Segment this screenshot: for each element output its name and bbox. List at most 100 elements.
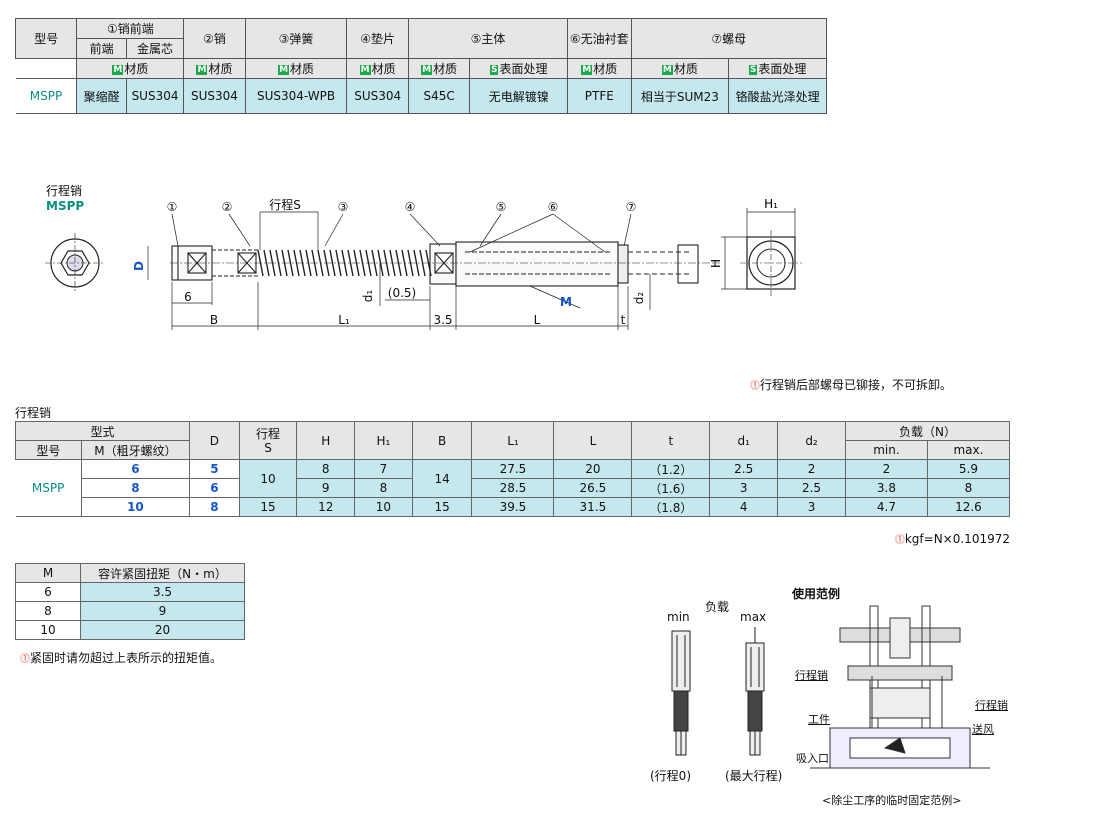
spring-coil [281,249,288,277]
callout-5: ⑤ [496,200,507,214]
hdr-d1: d₁ [709,421,779,460]
cell-d2: 2.5 [777,478,846,498]
cell-bushing: PTFE [567,78,632,114]
cell-D: 6 [189,478,240,498]
row-model: MSPP [15,78,78,114]
callout-7: ⑦ [626,200,637,214]
usage-title: 使用范例 [792,587,841,601]
spring-coil [317,249,324,277]
hdr-spring: ③弹簧 [244,18,348,59]
spec-table: 型号 ①销前端 ②销 ③弹簧 ④垫片 ⑤主体 ⑥无油衬套 ⑦螺母 前端 金属芯 … [14,18,828,114]
spring-coil [377,249,384,277]
spring-coil [407,249,414,277]
spring-coil [335,249,342,277]
callout-2: ② [222,200,233,214]
table-row: 6 3.5 [15,582,245,602]
dim-M: M [560,295,572,309]
cell-nut-surface: 铬酸盐光泽处理 [728,78,827,114]
spring-coil [305,249,312,277]
dim-t: t [621,313,626,327]
cell-L: 20 [553,459,633,479]
drawing-title: 行程销 MSPP [46,184,85,213]
cell-L1: 27.5 [471,459,555,479]
pin-body [170,241,720,287]
callout-4: ④ [405,200,416,214]
spring-coil [311,249,318,277]
cell-d2: 3 [777,497,846,517]
table-row: 8 6 9 8 28.5 26.5 （1.6） 3 2.5 3.8 8 [16,478,1011,498]
cell-t: （1.2） [631,459,711,479]
cell-washer: SUS304 [346,78,409,114]
hdr-L: L [553,421,633,460]
hdr-pin: ②销 [183,18,246,59]
cell-min: 3.8 [844,478,928,498]
spring-coil [323,249,330,277]
callout-3: ③ [338,200,349,214]
spring-coil [263,249,270,277]
hdr-load: 负载（N） [844,421,1011,441]
dim-d1: d₁ [361,290,375,303]
spring-coil [401,249,408,277]
cell-M: 10 [80,497,191,517]
load-title: 负载 [705,600,730,614]
callout-1: ① [167,200,178,214]
spring-coil [293,249,300,277]
cell-L1: 28.5 [471,478,555,498]
cell-pin: SUS304 [183,78,246,114]
hdr-form: 型式 [14,421,191,441]
cell-body-material: S45C [407,78,471,114]
dimension-labels: 6 B L₁ 3.5 L t (0.5) M D d₁ d₂ [132,261,646,327]
cell-tip-core: SUS304 [125,78,185,114]
cell-B: 15 [411,497,473,517]
size-table: 型式 D 行程 S H H₁ B L₁ L t d₁ d₂ 负载（N） 型号 M… [14,421,1011,517]
cell-d2: 2 [777,459,846,479]
usage-label-air: 送风 [972,723,994,736]
cell-H1: 10 [354,497,413,517]
cell-L: 31.5 [553,497,633,517]
spring-coil [371,249,378,277]
spring-coil [425,249,432,277]
usage-figure [810,605,990,769]
left-end-view [45,233,105,293]
dim-3-5: 3.5 [433,313,452,327]
cell-H: 9 [296,478,356,498]
usage-label-suction: 吸入口 [796,752,829,765]
stroke-label: 行程S [269,197,301,212]
spring-coil [257,249,264,277]
cell-min: 4.7 [844,497,928,517]
callouts: ① ② ③ ④ ⑤ ⑥ ⑦ 行程S [167,197,637,214]
kgf-note: ⓵kgf=N×0.101972 [894,532,1010,546]
hdr-S: 行程 S [238,421,298,460]
cell-max: 12.6 [926,497,1011,517]
cell-S: 10 [238,459,298,498]
hdr-tip-front: 前端 [76,38,127,59]
cell-M: 8 [80,478,191,498]
hdr-B: B [411,421,473,460]
cell-d1: 2.5 [709,459,779,479]
hdr-model2: 型号 [15,440,82,460]
spring-coil [353,249,360,277]
hdr-nut: ⑦螺母 [630,18,828,59]
load-min-label: min [667,610,690,624]
dim-H: H [709,259,723,268]
warning-icon: ⓵ [20,654,30,665]
spring-coil [287,249,294,277]
hdr-H: H [296,421,356,460]
spring-coil [347,249,354,277]
dim-6: 6 [184,290,192,304]
cell-body-surface: 无电解镀镍 [469,78,569,114]
cell-nut-material: 相当于SUM23 [630,78,730,114]
cell-t: （1.8） [631,497,711,517]
spring-coil [341,249,348,277]
cell-min: 2 [844,459,928,479]
cell-B: 14 [411,459,473,498]
spring-coil [395,249,402,277]
cell-max: 8 [926,478,1011,498]
torque-note: ⓵紧固时请勿超过上表所示的扭矩值。 [20,651,223,665]
